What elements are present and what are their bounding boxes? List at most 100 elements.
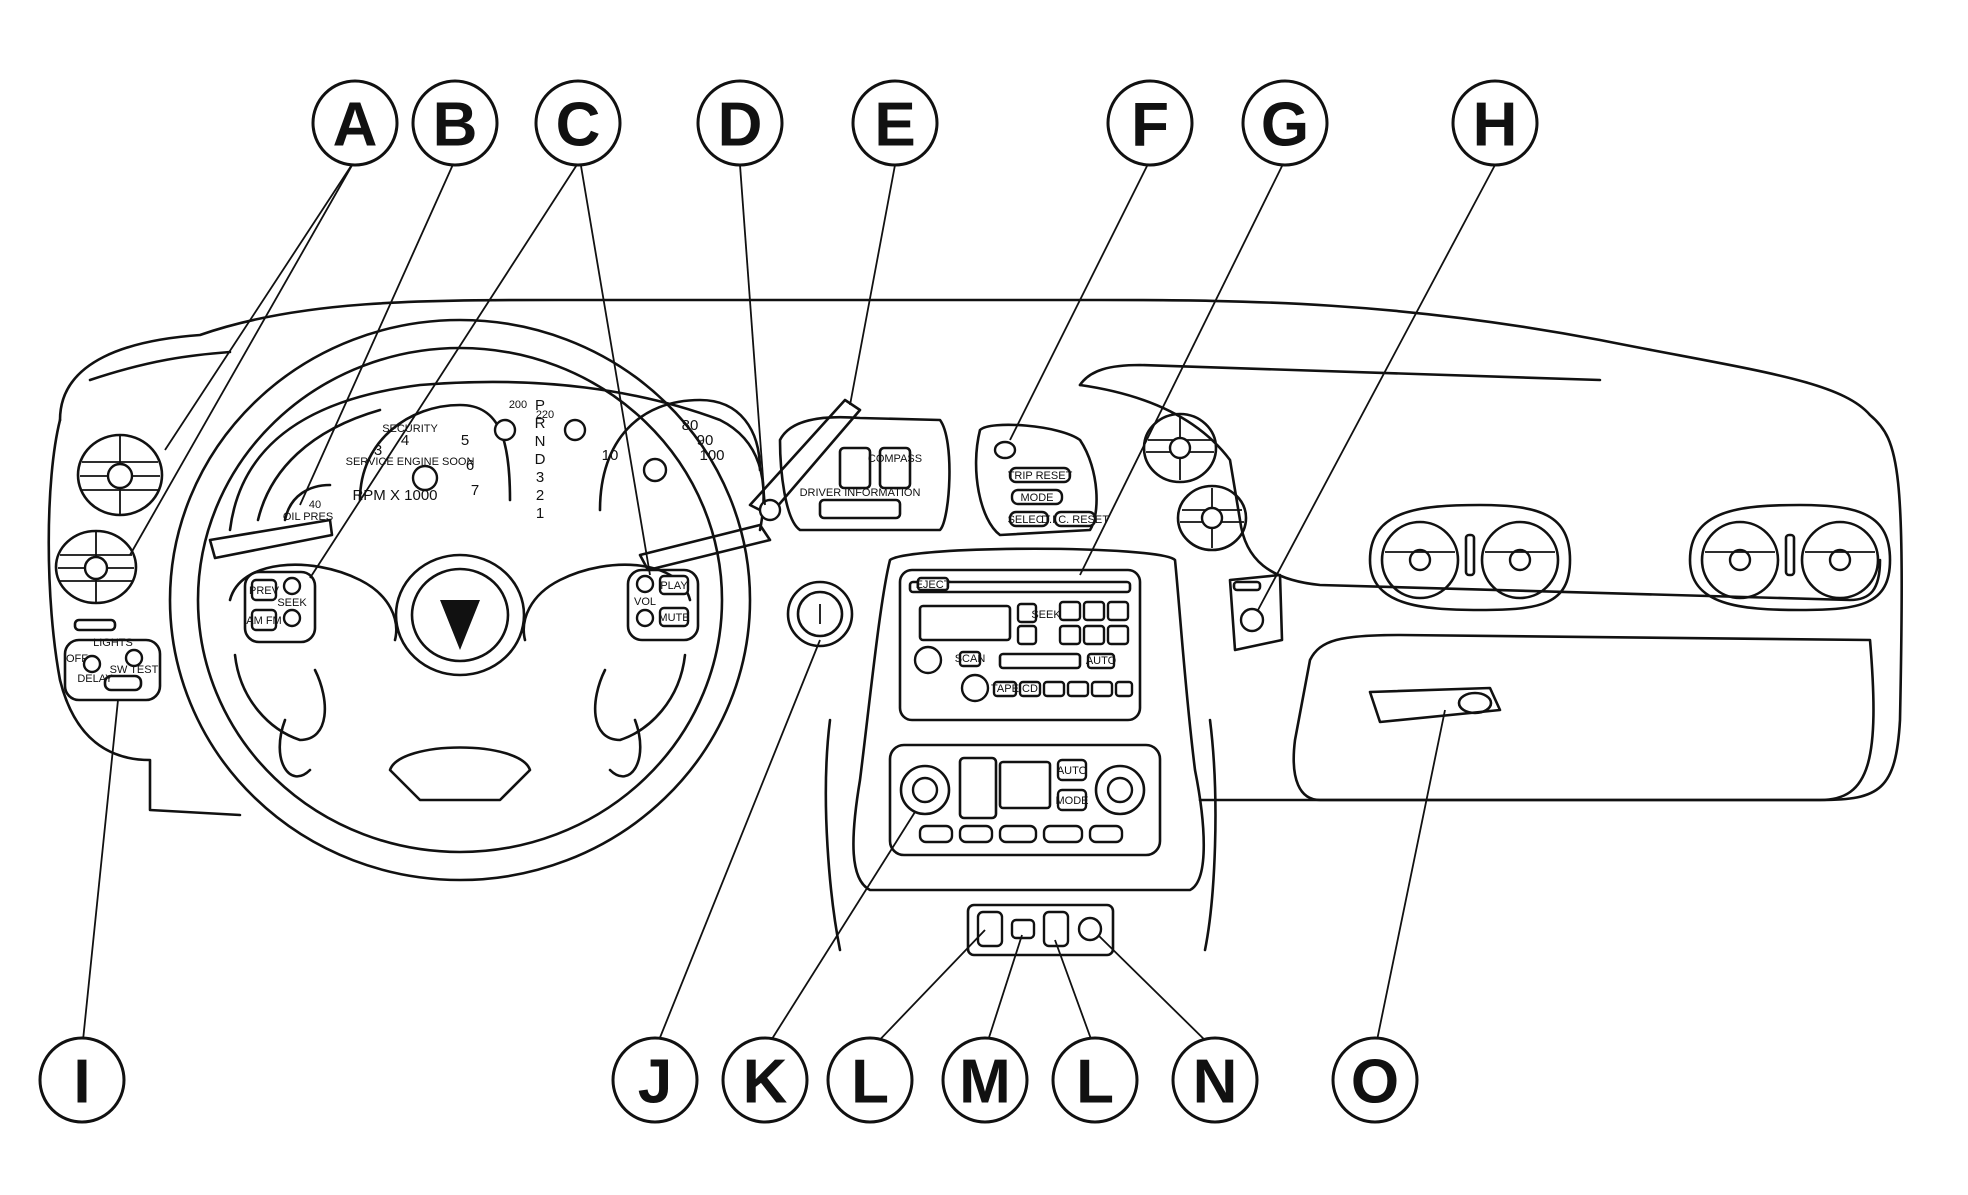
select-label: SELECT xyxy=(1008,514,1051,526)
lights-control-panel: LIGHTS OFF DELAY SW TEST xyxy=(63,618,162,702)
tach-6: 6 xyxy=(466,457,474,474)
passenger-vents-pair-1 xyxy=(1368,503,1572,612)
trip-reset-button[interactable] xyxy=(1008,466,1072,484)
passenger-seat-heater-switch[interactable] xyxy=(1042,910,1070,948)
preset-5[interactable] xyxy=(1082,624,1106,646)
seek-label: SEEK xyxy=(277,597,307,609)
radio-auto-button[interactable] xyxy=(1086,652,1116,670)
tape-button[interactable] xyxy=(992,680,1018,698)
eject-button[interactable] xyxy=(916,576,950,592)
preset-6[interactable] xyxy=(1106,624,1130,646)
prnd-1: 1 xyxy=(536,505,544,522)
driver-seat-heater-switch[interactable] xyxy=(976,910,1004,948)
instrument-cluster: 3 4 5 6 7 RPM X 1000 SECURITY SERVICE EN… xyxy=(228,380,765,532)
speed-80: 80 xyxy=(682,417,699,434)
radio-btn-c[interactable] xyxy=(1090,680,1114,698)
radio-seek-down[interactable] xyxy=(1016,624,1038,646)
temperature-knob[interactable] xyxy=(1094,764,1146,816)
prev-button[interactable] xyxy=(250,578,278,602)
lower-switch-panel xyxy=(966,903,1115,957)
prnd-p: P xyxy=(535,397,545,414)
callout-d: D xyxy=(696,79,784,167)
ignition-switch xyxy=(786,580,854,648)
power-outlet[interactable] xyxy=(1077,916,1103,942)
climate-btn-3[interactable] xyxy=(998,824,1038,844)
climate-btn-2[interactable] xyxy=(958,824,994,844)
service-engine-label: SERVICE ENGINE SOON xyxy=(346,456,475,468)
radio-tune-knob[interactable] xyxy=(960,673,990,703)
callout-c-letter: C xyxy=(556,91,601,160)
vol-up-button[interactable] xyxy=(635,574,655,594)
dic-reset-label: D.I.C. RESET xyxy=(1041,514,1109,526)
climate-btn-4[interactable] xyxy=(1042,824,1084,844)
center-vent-upper xyxy=(1142,412,1218,484)
fan-knob[interactable] xyxy=(899,764,951,816)
climate-btn-5[interactable] xyxy=(1088,824,1124,844)
radio-display xyxy=(918,604,1012,642)
preset-2[interactable] xyxy=(1082,600,1106,622)
preset-1[interactable] xyxy=(1058,600,1082,622)
vol-down-button[interactable] xyxy=(635,608,655,628)
sw-test-label: SW TEST xyxy=(110,664,159,676)
oil-40: 40 xyxy=(309,499,321,511)
callout-f-letter: F xyxy=(1131,91,1169,160)
temp-200: 200 xyxy=(509,399,527,411)
mode-button[interactable] xyxy=(1010,488,1064,506)
center-vent-lower xyxy=(1176,484,1248,552)
callout-n: N xyxy=(1171,1036,1259,1124)
callout-g-letter: G xyxy=(1261,91,1309,160)
preset-4[interactable] xyxy=(1058,624,1082,646)
delay-label: DELAY xyxy=(77,673,113,685)
callout-b-letter: B xyxy=(433,91,478,160)
am-fm-label: AM FM xyxy=(246,615,281,627)
sw-test-knob[interactable] xyxy=(124,648,144,668)
scan-button[interactable] xyxy=(958,650,982,668)
radio-volume-knob[interactable] xyxy=(913,645,943,675)
callout-d-letter: D xyxy=(718,91,763,160)
driver-info-label: DRIVER INFORMATION xyxy=(800,487,921,499)
radio-btn-a[interactable] xyxy=(1042,680,1066,698)
radio-btn-b[interactable] xyxy=(1066,680,1090,698)
callout-o: O xyxy=(1331,1036,1419,1124)
preset-3[interactable] xyxy=(1106,600,1130,622)
climate-control: AUTO MODE xyxy=(888,743,1162,857)
wheel-controls-right: PLAY VOL MUTE xyxy=(626,568,700,642)
prev-label: PREV xyxy=(249,585,280,597)
tach-5: 5 xyxy=(461,432,469,449)
passenger-airbag-indicator xyxy=(1228,573,1284,652)
prnd-r: R xyxy=(535,415,546,432)
leader-lines xyxy=(81,159,1496,1051)
shift-lever xyxy=(748,398,862,522)
rpm-label: RPM X 1000 xyxy=(352,487,437,504)
seek-up-button[interactable] xyxy=(282,576,302,596)
callout-f: F xyxy=(1106,79,1194,167)
callout-l1-letter: L xyxy=(851,1048,889,1117)
delay-knob[interactable] xyxy=(82,654,102,674)
mode-label: MODE xyxy=(1021,492,1054,504)
am-fm-button[interactable] xyxy=(250,608,278,632)
climate-auto-button[interactable] xyxy=(1056,758,1088,782)
mute-button[interactable] xyxy=(658,606,690,628)
seek-down-button[interactable] xyxy=(282,608,302,628)
steering-wheel xyxy=(168,318,752,882)
scan-label: SCAN xyxy=(955,653,986,665)
dic-reset-button[interactable] xyxy=(1053,510,1097,528)
cassette-slot[interactable] xyxy=(998,652,1082,670)
cd-button[interactable] xyxy=(1018,680,1042,698)
rear-fog-switch[interactable] xyxy=(1010,918,1036,940)
climate-mode-button[interactable] xyxy=(1056,788,1088,812)
radio-btn-d[interactable] xyxy=(1114,680,1134,698)
climate-btn-1[interactable] xyxy=(918,824,954,844)
dic-small-button[interactable] xyxy=(993,440,1017,460)
callout-g: G xyxy=(1241,79,1329,167)
tach-4: 4 xyxy=(401,432,409,449)
mute-label: MUTE xyxy=(658,612,689,624)
radio-seek-up[interactable] xyxy=(1016,602,1038,624)
compass-label: COMPASS xyxy=(868,453,922,465)
select-button[interactable] xyxy=(1008,510,1050,528)
callout-o-letter: O xyxy=(1351,1048,1399,1117)
off-label: OFF xyxy=(66,653,88,665)
play-button[interactable] xyxy=(658,574,690,596)
prnd-n: N xyxy=(535,433,546,450)
